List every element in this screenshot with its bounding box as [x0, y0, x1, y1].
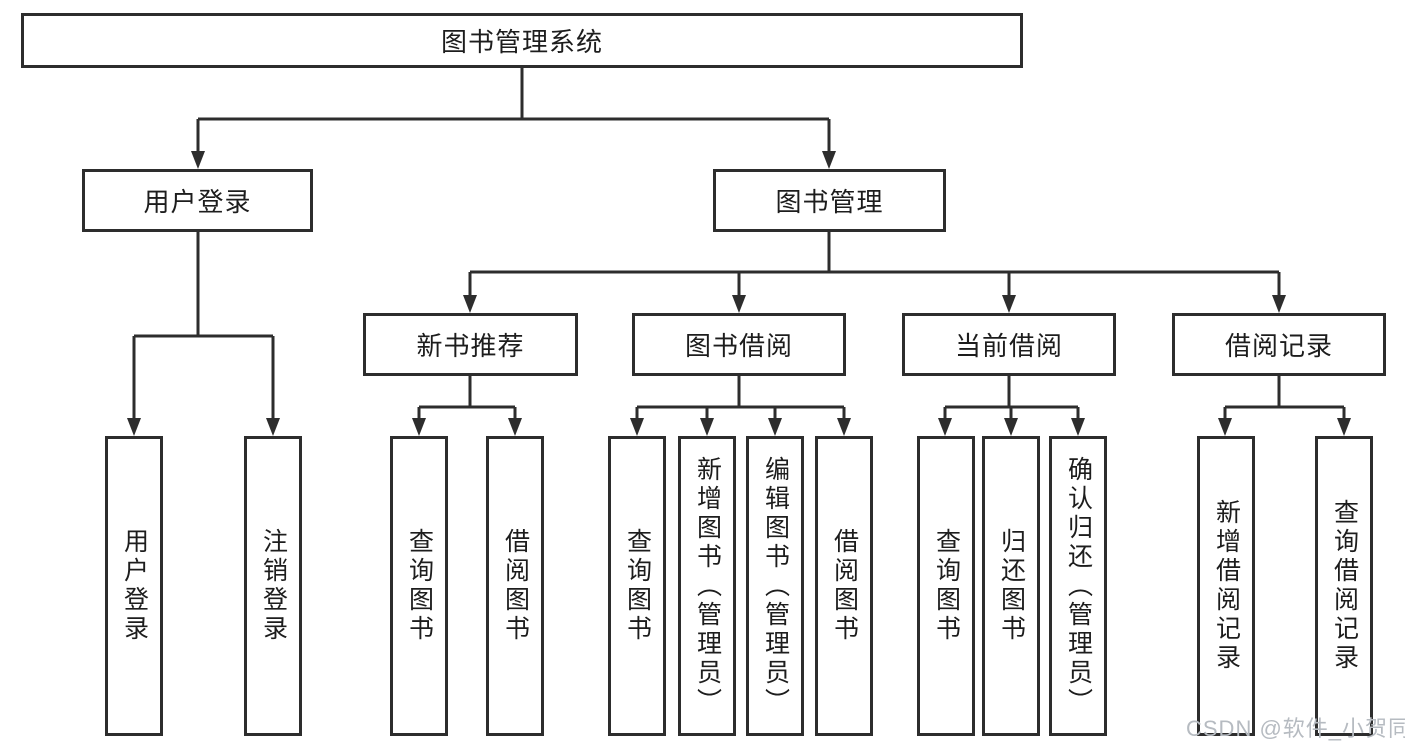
leaf-borrow-books: 借阅图书: [815, 436, 873, 736]
leaf-user-login: 用户登录: [105, 436, 163, 736]
leaf-query-borrow-record: 查询借阅记录: [1315, 436, 1373, 736]
leaf-add-books-admin: 新增图书（管理员）: [678, 436, 736, 736]
node-user-login: 用户登录: [82, 169, 313, 232]
node-label: 图书管理系统: [440, 27, 603, 57]
arrowhead-icon: [822, 151, 836, 169]
arrowhead-icon: [1004, 418, 1018, 436]
leaf-confirm-return-admin: 确认归还（管理员）: [1049, 436, 1107, 736]
node-label: 归还图书: [997, 528, 1026, 644]
arrowhead-icon: [127, 418, 141, 436]
node-label: 借阅图书: [830, 528, 859, 644]
leaf-query-books-recommend: 查询图书: [390, 436, 448, 736]
node-new-book-recommend: 新书推荐: [363, 313, 578, 376]
arrowhead-icon: [1272, 295, 1286, 313]
arrowhead-icon: [1002, 295, 1016, 313]
node-label: 新增借阅记录: [1212, 499, 1241, 673]
leaf-borrow-books-recommend: 借阅图书: [486, 436, 544, 736]
arrowhead-icon: [463, 295, 477, 313]
leaf-return-books: 归还图书: [982, 436, 1040, 736]
connector-path: [132, 68, 1346, 422]
node-label: 借阅图书: [501, 528, 530, 644]
arrowhead-icon: [508, 418, 522, 436]
node-label: 图书管理: [775, 187, 884, 217]
node-borrowing-records: 借阅记录: [1172, 313, 1386, 376]
leaf-add-borrow-record: 新增借阅记录: [1197, 436, 1255, 736]
node-label: 新增图书（管理员）: [693, 455, 722, 717]
arrowhead-icon: [700, 418, 714, 436]
node-label: 图书借阅: [684, 331, 793, 361]
arrowhead-icon: [1337, 418, 1351, 436]
arrowhead-icon: [266, 418, 280, 436]
arrowhead-icon: [768, 418, 782, 436]
node-label: 用户登录: [143, 187, 252, 217]
arrowhead-icon: [732, 295, 746, 313]
arrowhead-icon: [412, 418, 426, 436]
leaf-query-books-current: 查询图书: [917, 436, 975, 736]
node-label: 查询图书: [932, 528, 961, 644]
node-label: 查询图书: [623, 528, 652, 644]
node-label: 新书推荐: [416, 331, 525, 361]
arrowhead-icon: [837, 418, 851, 436]
node-label: 确认归还（管理员）: [1064, 455, 1093, 717]
arrowhead-icon: [191, 151, 205, 169]
node-label: 借阅记录: [1224, 331, 1333, 361]
node-label: 查询图书: [405, 528, 434, 644]
leaf-edit-books-admin: 编辑图书（管理员）: [746, 436, 804, 736]
arrowhead-icon: [630, 418, 644, 436]
node-book-management-system: 图书管理系统: [21, 13, 1023, 68]
node-book-management: 图书管理: [713, 169, 946, 232]
node-label: 当前借阅: [954, 331, 1063, 361]
watermark: CSDN @软件_小贺同学: [1186, 716, 1405, 741]
arrowhead-icon: [938, 418, 952, 436]
node-label: 用户登录: [120, 528, 149, 644]
arrowhead-icon: [1071, 418, 1085, 436]
arrowhead-icon: [1218, 418, 1232, 436]
node-label: 注销登录: [259, 528, 288, 644]
node-book-borrowing: 图书借阅: [632, 313, 846, 376]
node-label: 查询借阅记录: [1330, 499, 1359, 673]
node-label: 编辑图书（管理员）: [761, 455, 790, 717]
leaf-logout: 注销登录: [244, 436, 302, 736]
leaf-query-books-borrowing: 查询图书: [608, 436, 666, 736]
node-current-borrowing: 当前借阅: [902, 313, 1116, 376]
